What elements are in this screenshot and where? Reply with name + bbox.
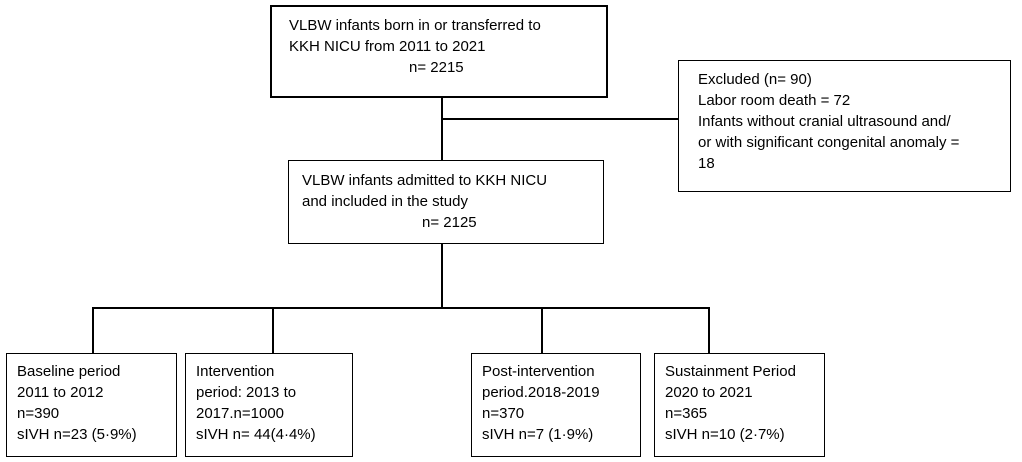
intervention-period-sivh: sIVH n= 44(4·4%) bbox=[196, 426, 316, 443]
total-infants-count: n= 2215 bbox=[409, 59, 464, 76]
included-infants-box: VLBW infants admitted to KKH NICU and in… bbox=[288, 160, 604, 244]
sustainment-period-years: 2020 to 2021 bbox=[665, 384, 753, 401]
connector-included-to-branch bbox=[441, 244, 443, 308]
sustainment-period-title: Sustainment Period bbox=[665, 363, 796, 380]
included-infants-line1: VLBW infants admitted to KKH NICU bbox=[302, 172, 548, 189]
excluded-labor-room-death: Labor room death = 72 bbox=[698, 92, 851, 109]
excluded-no-ultrasound-line1: Infants without cranial ultrasound and/ bbox=[698, 113, 951, 130]
branch-drop-intervention bbox=[272, 307, 274, 353]
intervention-period-title: Intervention bbox=[196, 363, 275, 380]
total-infants-line1: VLBW infants born in or transferred to bbox=[289, 17, 541, 34]
excluded-no-ultrasound-count: 18 bbox=[698, 155, 715, 172]
baseline-period-count: n=390 bbox=[17, 405, 60, 422]
post-intervention-period-years: period.2018-2019 bbox=[482, 384, 600, 401]
excluded-no-ultrasound-line2: or with significant congenital anomaly = bbox=[698, 134, 960, 151]
baseline-period-years: 2011 to 2012 bbox=[17, 384, 104, 401]
included-infants-count: n= 2125 bbox=[422, 214, 477, 231]
post-intervention-period-sivh: sIVH n=7 (1·9%) bbox=[482, 426, 594, 443]
baseline-period-box: Baseline period 2011 to 2012 n=390 sIVH … bbox=[6, 353, 177, 457]
sustainment-period-box: Sustainment Period 2020 to 2021 n=365 sI… bbox=[654, 353, 825, 457]
sustainment-period-sivh: sIVH n=10 (2·7%) bbox=[665, 426, 785, 443]
baseline-period-title: Baseline period bbox=[17, 363, 121, 380]
intervention-period-count: 2017.n=1000 bbox=[196, 405, 285, 422]
connector-to-excluded bbox=[441, 118, 678, 120]
baseline-period-sivh: sIVH n=23 (5·9%) bbox=[17, 426, 137, 443]
post-intervention-period-title: Post-intervention bbox=[482, 363, 595, 380]
total-infants-box: VLBW infants born in or transferred to K… bbox=[270, 5, 608, 98]
intervention-period-box: Intervention period: 2013 to 2017.n=1000… bbox=[185, 353, 353, 457]
intervention-period-years: period: 2013 to bbox=[196, 384, 297, 401]
branch-drop-sustainment bbox=[708, 307, 710, 353]
total-infants-line2: KKH NICU from 2011 to 2021 bbox=[289, 38, 486, 55]
excluded-box: Excluded (n= 90) Labor room death = 72 I… bbox=[678, 60, 1011, 192]
branch-horizontal bbox=[92, 307, 709, 309]
connector-top-to-included bbox=[441, 98, 443, 160]
post-intervention-period-box: Post-intervention period.2018-2019 n=370… bbox=[471, 353, 641, 457]
sustainment-period-count: n=365 bbox=[665, 405, 708, 422]
excluded-total: Excluded (n= 90) bbox=[698, 71, 812, 88]
included-infants-line2: and included in the study bbox=[302, 193, 468, 210]
post-intervention-period-count: n=370 bbox=[482, 405, 525, 422]
branch-drop-post-intervention bbox=[541, 307, 543, 353]
branch-drop-baseline bbox=[92, 307, 94, 353]
